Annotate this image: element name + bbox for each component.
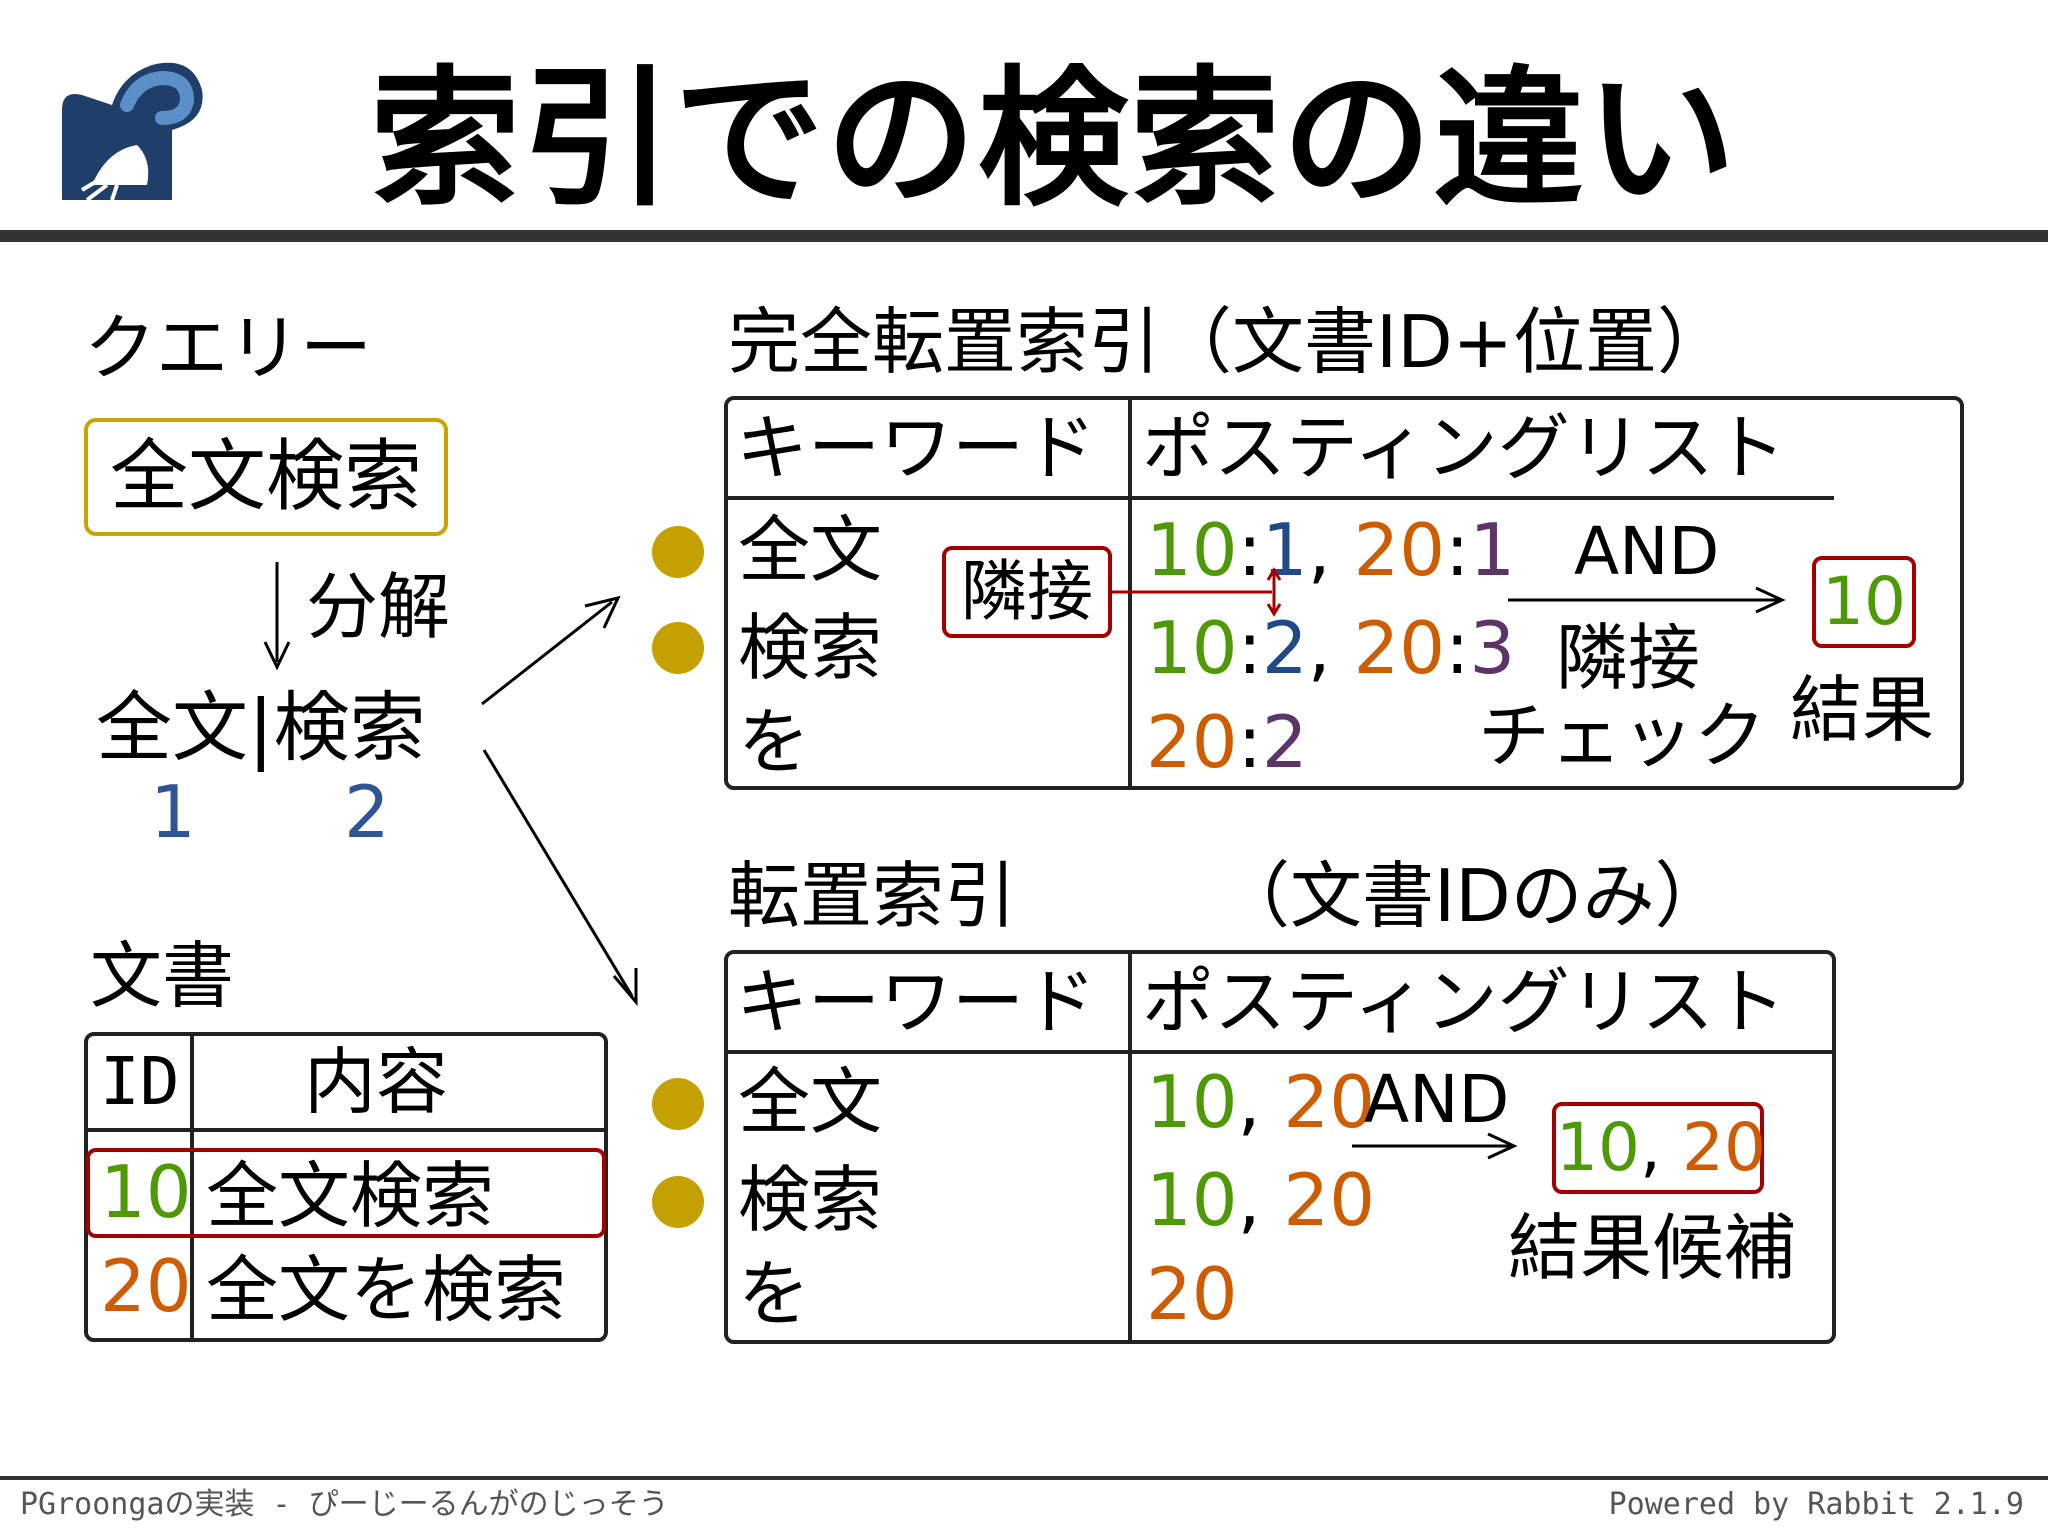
full-posting-row-1: 10:1, 20:1: [1146, 508, 1516, 592]
full-and-op: AND: [1574, 513, 1720, 590]
token-position-1: 1: [150, 770, 196, 854]
plain-result-badge: 10, 20: [1552, 1102, 1766, 1194]
plain-index-subtitle: （文書IDのみ）: [1218, 854, 1727, 938]
full-posting-row-2: 10:2, 20:3: [1146, 606, 1516, 690]
down-arrow-icon: [262, 562, 292, 676]
matched-row-highlight: [86, 1148, 606, 1238]
full-keyword-3: を: [738, 700, 811, 784]
plain-index-table: [724, 950, 1836, 1344]
bullet-marker: [652, 622, 704, 674]
bullet-marker: [652, 1176, 704, 1228]
full-posting-row-3: 20:2: [1146, 700, 1308, 784]
query-box: 全文検索: [84, 418, 448, 536]
plain-posting-row-1: 10, 20: [1146, 1060, 1376, 1144]
full-keyword-1: 全文: [738, 508, 883, 592]
full-keyword-2: 検索: [738, 606, 883, 690]
full-index-header-postings: ポスティングリスト: [1142, 406, 1786, 490]
bullet-marker: [652, 526, 704, 578]
documents-header-content: 内容: [304, 1040, 449, 1124]
plain-index-title: 転置索引: [728, 854, 1017, 938]
plain-keyword-2: 検索: [738, 1158, 883, 1242]
doc-row-1-id: 10: [100, 1150, 192, 1234]
plain-and-op: AND: [1364, 1061, 1510, 1138]
plain-index-column-divider: [1128, 952, 1132, 1342]
token-position-2: 2: [344, 770, 390, 854]
query-label: クエリー: [84, 306, 373, 390]
documents-header-id: ID: [100, 1043, 180, 1120]
full-index-table: [724, 396, 1964, 790]
plain-index-header-postings: ポスティングリスト: [1142, 960, 1786, 1044]
plain-posting-row-3: 20: [1146, 1252, 1238, 1336]
doc-row-2-content: 全文を検索: [206, 1248, 567, 1332]
documents-header-rule: [86, 1128, 606, 1132]
query-tokens: 全文|検索: [96, 683, 426, 772]
plain-posting-row-2: 10, 20: [1146, 1158, 1376, 1242]
full-result-label: 結果: [1790, 668, 1935, 752]
slide-title: 索引での検索の違い: [370, 53, 1739, 227]
plain-keyword-3: を: [738, 1252, 811, 1336]
doc-row-2-id: 20: [100, 1244, 192, 1328]
documents-label: 文書: [90, 934, 235, 1018]
full-index-title: 完全転置索引（文書ID+位置）: [728, 300, 1730, 384]
doc-row-1-content: 全文検索: [206, 1154, 495, 1238]
rabbit-logo-icon: [52, 50, 212, 210]
full-result-badge: 10: [1812, 556, 1916, 648]
documents-column-divider: [190, 1034, 194, 1340]
full-index-header-rule: [726, 496, 1834, 500]
footer-divider: [0, 1476, 2048, 1480]
plain-result-label: 結果候補: [1508, 1206, 1797, 1290]
full-check-label-2: チェック: [1478, 694, 1767, 778]
split-label: 分解: [306, 565, 451, 649]
footer-powered-by: Powered by Rabbit 2.1.9: [1608, 1487, 2024, 1522]
footer-presentation-title: PGroongaの実装 - ぴーじーるんがのじっそう: [20, 1487, 669, 1522]
title-divider: [0, 230, 2048, 242]
plain-index-header-rule: [726, 1050, 1834, 1054]
full-index-header-keyword: キーワード: [736, 406, 1097, 490]
full-check-label-1: 隣接: [1556, 616, 1701, 700]
bullet-marker: [652, 1078, 704, 1130]
plain-index-header-keyword: キーワード: [736, 960, 1097, 1044]
adjacent-badge: 隣接: [942, 546, 1112, 638]
plain-keyword-1: 全文: [738, 1060, 883, 1144]
